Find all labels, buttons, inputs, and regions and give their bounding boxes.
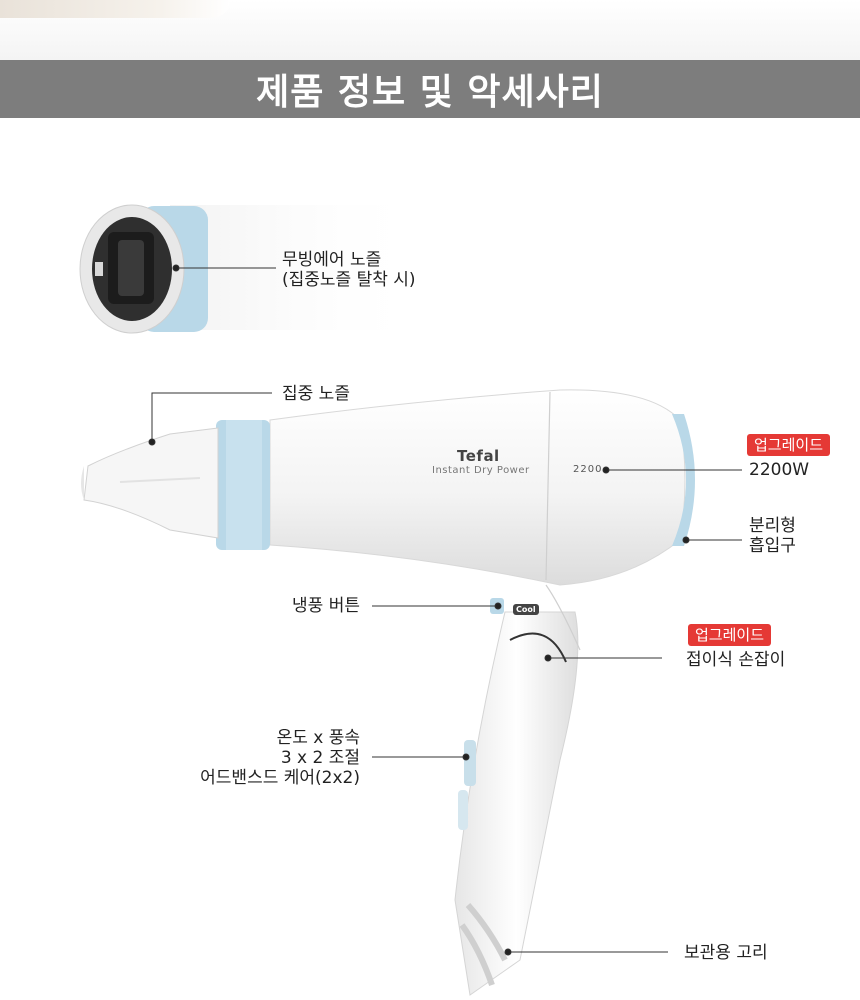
callout-line: 분리형 — [749, 516, 796, 536]
callout-handle: 접이식 손잡이 — [686, 650, 786, 670]
model-line-text: Instant Dry Power — [432, 465, 530, 476]
callout-intake: 분리형 흡입구 — [749, 516, 796, 556]
callout-line: 3 x 2 조절 — [280, 748, 360, 768]
callout-line: 온도 x 풍속 — [276, 728, 360, 748]
callout-moving-air-nozzle: 무빙에어 노즐 (집중노즐 탈착 시) — [282, 250, 416, 290]
callout-concentrator: 집중 노즐 — [282, 384, 350, 404]
callout-cool-button: 냉풍 버튼 — [292, 596, 360, 616]
previous-section-shade — [0, 0, 230, 18]
top-strip — [0, 0, 860, 60]
brand-logo: Tefal — [457, 447, 500, 465]
callout-line: 무빙에어 노즐 — [282, 250, 382, 270]
callout-power: 2200W — [749, 460, 810, 480]
cool-button-print: Cool — [513, 604, 539, 615]
callout-hanging-loop: 보관용 고리 — [684, 943, 768, 963]
callout-settings: 온도 x 풍속 3 x 2 조절 어드밴스드 케어(2x2) — [170, 728, 360, 788]
leader-lines — [148, 264, 742, 956]
callout-line: 어드밴스드 케어(2x2) — [200, 768, 360, 788]
callout-line: 흡입구 — [749, 536, 796, 556]
upgrade-badge-power: 업그레이드 — [747, 434, 831, 456]
power-mark: 2200 — [573, 464, 603, 475]
upgrade-badge-handle: 업그레이드 — [688, 624, 772, 646]
callout-line: (집중노즐 탈착 시) — [282, 270, 416, 290]
dryer-body — [81, 389, 695, 996]
section-title: 제품 정보 및 악세사리 — [256, 72, 604, 113]
section-banner: 제품 정보 및 악세사리 — [0, 60, 860, 118]
